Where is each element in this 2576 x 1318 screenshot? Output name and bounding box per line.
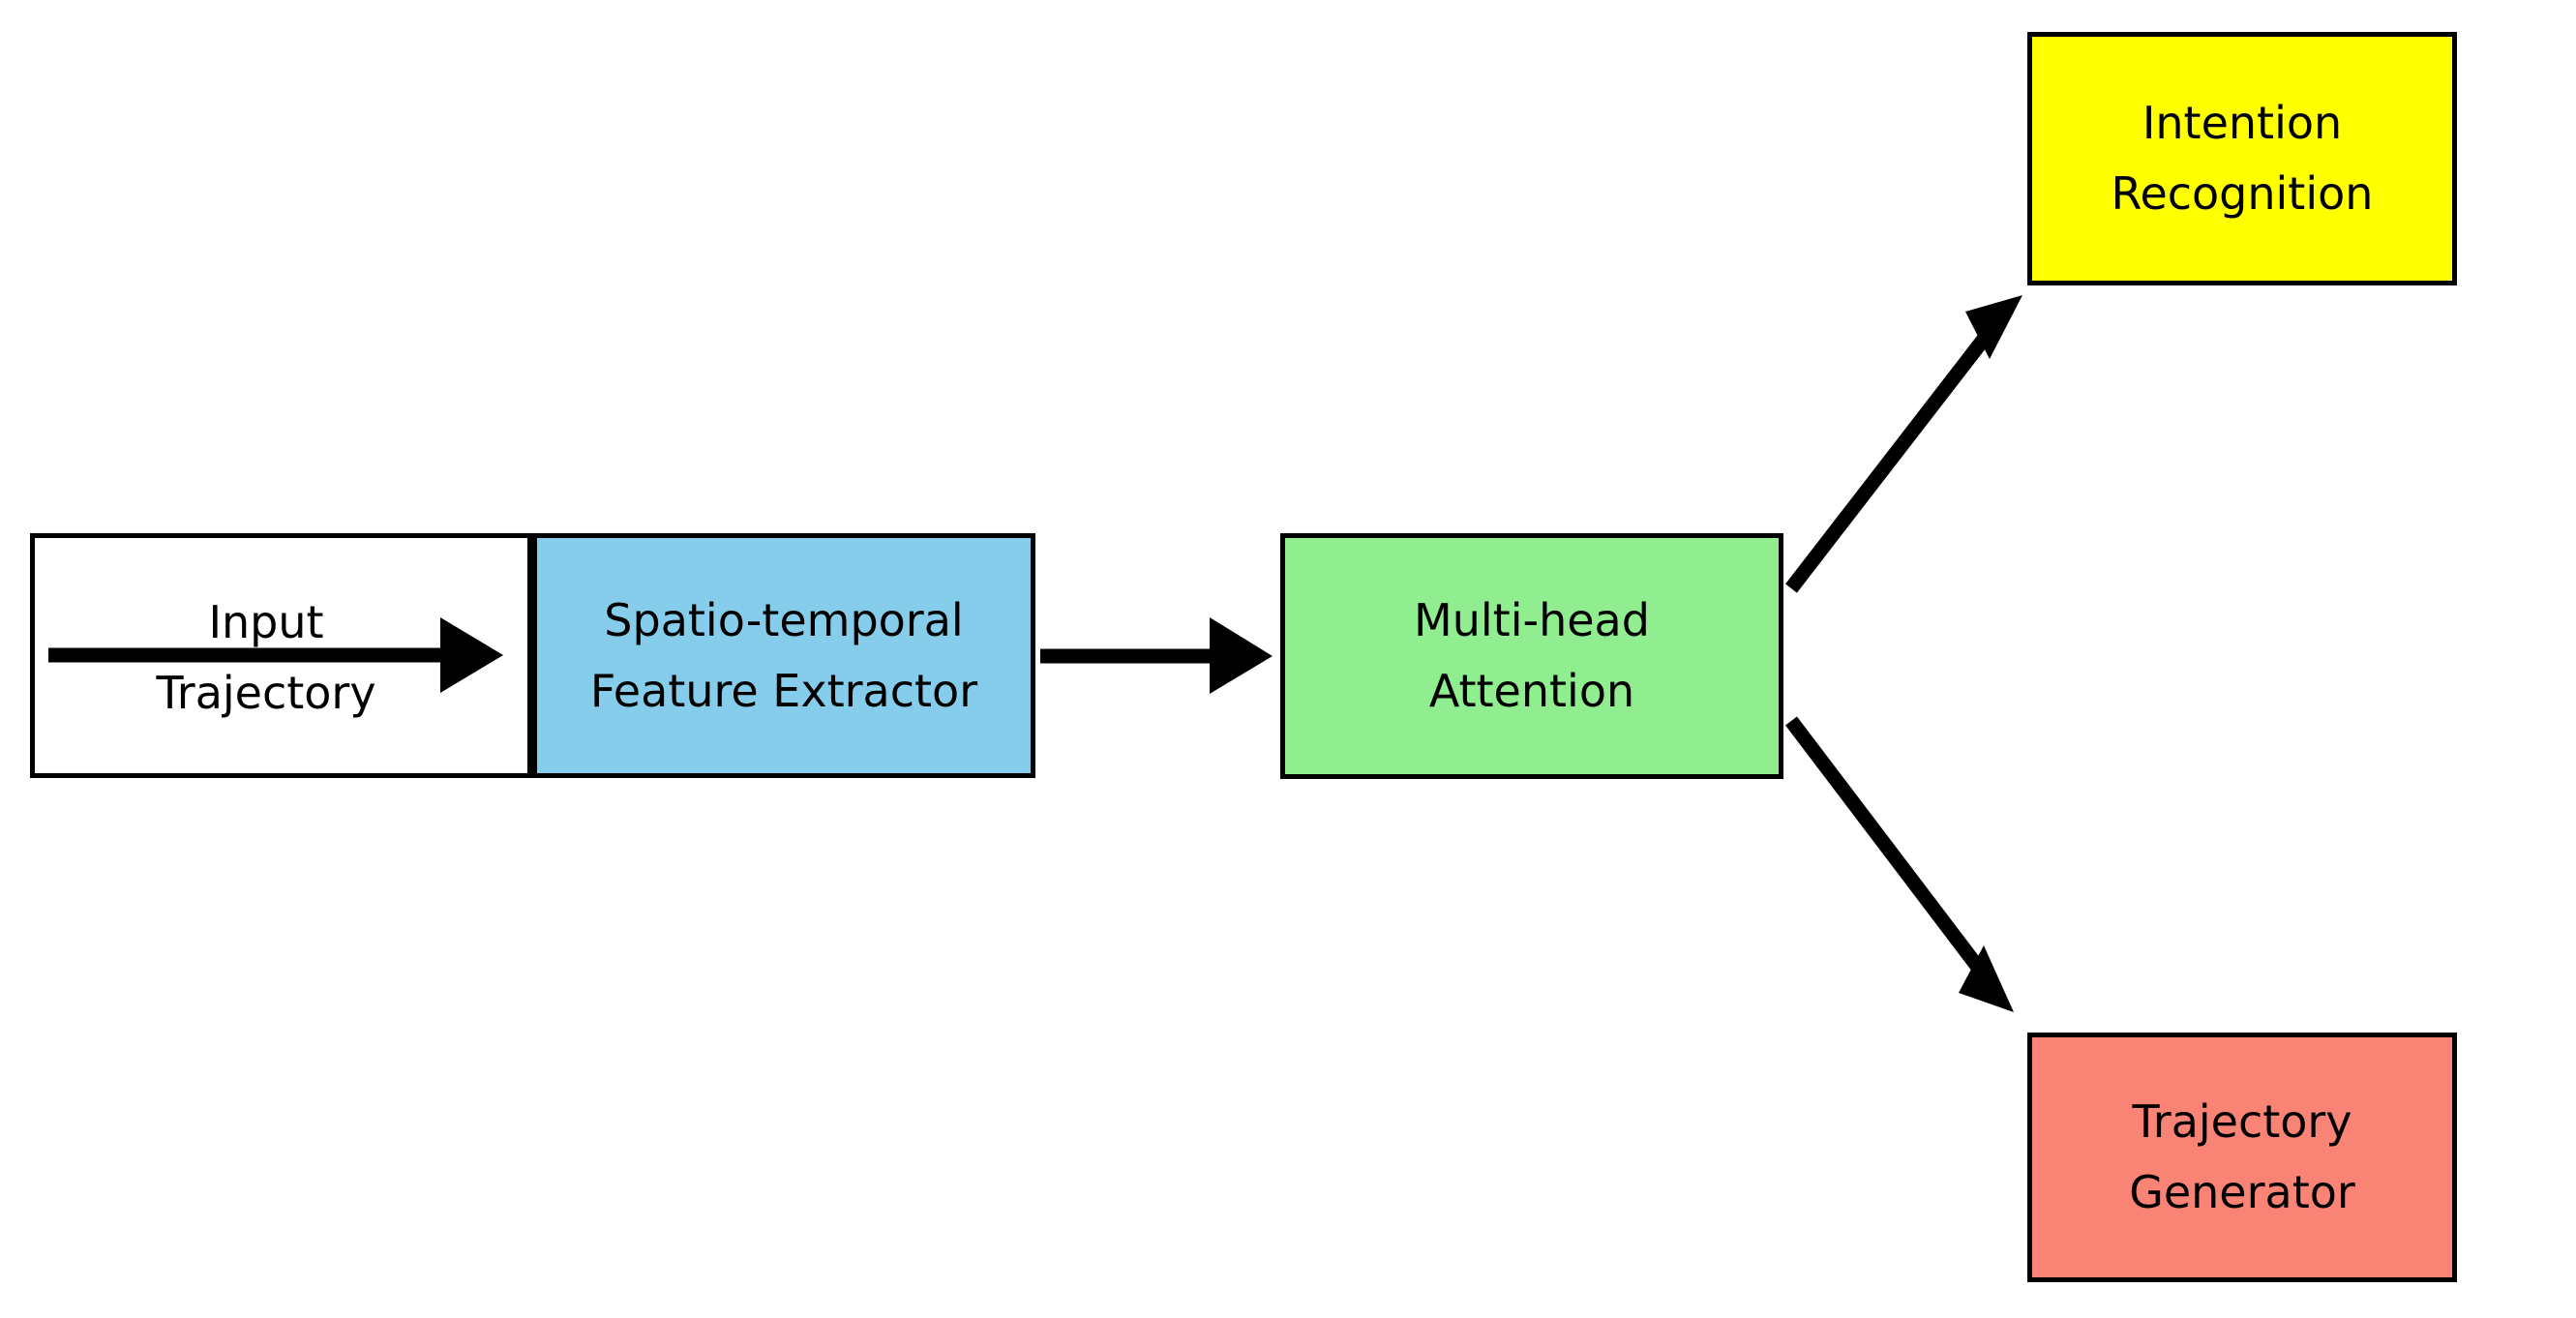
arrow-input-trajectory — [48, 617, 503, 693]
arrow-attention-to-trajectory — [1785, 716, 2014, 1012]
node-multi-head-attention[interactable]: Multi-head Attention — [1280, 533, 1783, 779]
arrow-extractor-to-attention — [1040, 617, 1273, 694]
node-intention-recognition-label: Intention Recognition — [2111, 97, 2374, 220]
node-trajectory-generator[interactable]: Trajectory Generator — [2027, 1033, 2457, 1282]
node-feature-extractor-label: Spatio-temporal Feature Extractor — [589, 593, 978, 717]
node-intention-recognition[interactable]: Intention Recognition — [2027, 32, 2457, 285]
node-feature-extractor[interactable]: Spatio-temporal Feature Extractor — [532, 533, 1035, 778]
node-multi-head-attention-label: Multi-head Attention — [1414, 594, 1650, 717]
node-trajectory-generator-label: Trajectory Generator — [2129, 1095, 2355, 1218]
arrow-attention-to-intention — [1785, 295, 2022, 593]
